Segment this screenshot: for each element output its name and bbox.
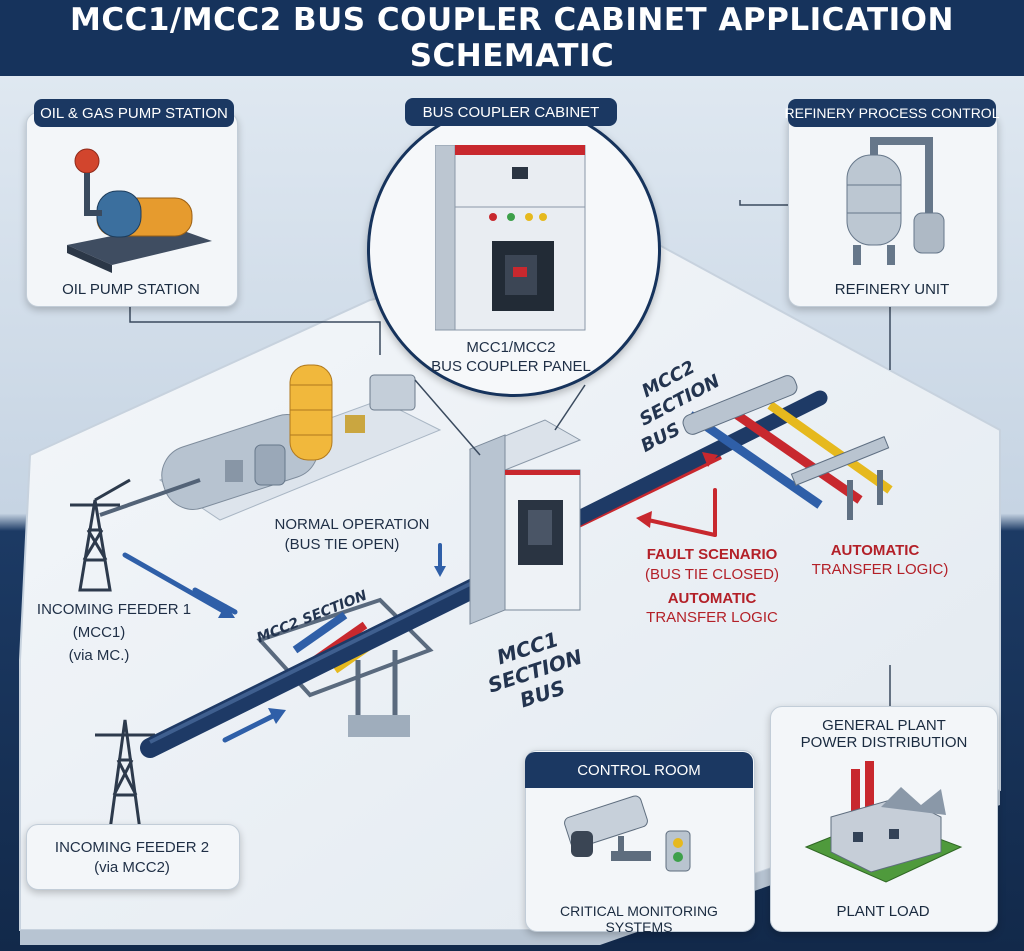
oil-gas-header: OIL & GAS PUMP STATION — [34, 99, 234, 127]
feeder1-line2: (MCC1) — [72, 624, 126, 641]
mcc2-left-busbar-frame — [256, 597, 434, 737]
fault-scenario-line3: AUTOMATIC — [667, 590, 757, 607]
critical-monitoring-label: CRITICAL MONITORING SYSTEMS — [560, 903, 718, 935]
cctv-camera-icon — [564, 795, 691, 872]
normal-operation-line1: NORMAL OPERATION — [274, 516, 430, 533]
flow-arrows — [122, 452, 718, 743]
feeder2-line2: (via MCC2) — [94, 859, 170, 876]
fault-scenario-line2: (BUS TIE CLOSED) — [645, 566, 779, 583]
bus-coupler-label-line1: MCC1/MCC2 — [466, 339, 556, 356]
auto-transfer-right-line1: AUTOMATIC — [830, 542, 920, 559]
refinery-card — [788, 112, 998, 307]
factory-icon — [804, 761, 963, 883]
bus-coupler-panel-icon — [435, 145, 586, 331]
feeder1-line1: INCOMING FEEDER 1 — [36, 601, 192, 618]
fault-scenario-line1: FAULT SCENARIO — [646, 546, 778, 563]
plant-card — [770, 706, 998, 932]
feeder1-line3: (via MC.) — [68, 647, 130, 664]
plant-header-line1: GENERAL PLANT — [822, 717, 946, 734]
feeder2-line1: INCOMING FEEDER 2 — [54, 839, 210, 856]
oil-pump-icon — [67, 148, 212, 273]
auto-transfer-right-line2: TRANSFER LOGIC) — [811, 561, 949, 578]
refinery-unit-icon — [846, 137, 945, 265]
oil-pump-label: OIL PUMP STATION — [62, 281, 200, 298]
plant-header-line2: POWER DISTRIBUTION — [800, 734, 968, 751]
connector-lines — [129, 200, 891, 710]
feeder2-box — [26, 824, 240, 890]
refinery-header: REFINERY PROCESS CONTROL — [785, 99, 1000, 127]
plant-header: GENERAL PLANT POWER DISTRIBUTION — [775, 710, 993, 758]
oil-gas-card — [26, 112, 238, 307]
fault-scenario-line4: TRANSFER LOGIC — [646, 609, 778, 626]
bus-coupler-label-line2: BUS COUPLER PANEL — [431, 358, 591, 375]
feeder1-pylon — [70, 478, 131, 592]
refinery-unit-label: REFINERY UNIT — [834, 281, 950, 298]
control-room-header: CONTROL ROOM — [525, 752, 753, 788]
bus-coupler-cabinet — [468, 419, 582, 625]
schematic-title: MCC1/MCC2 BUS COUPLER CABINET APPLICATIO… — [0, 0, 1024, 76]
normal-operation-line2: (BUS TIE OPEN) — [284, 536, 400, 553]
plant-load-label: PLANT LOAD — [836, 903, 930, 920]
mcc2-section-bus — [567, 390, 828, 528]
mcc1-section-bus — [140, 570, 500, 758]
bus-coupler-header: BUS COUPLER CABINET — [405, 98, 617, 126]
